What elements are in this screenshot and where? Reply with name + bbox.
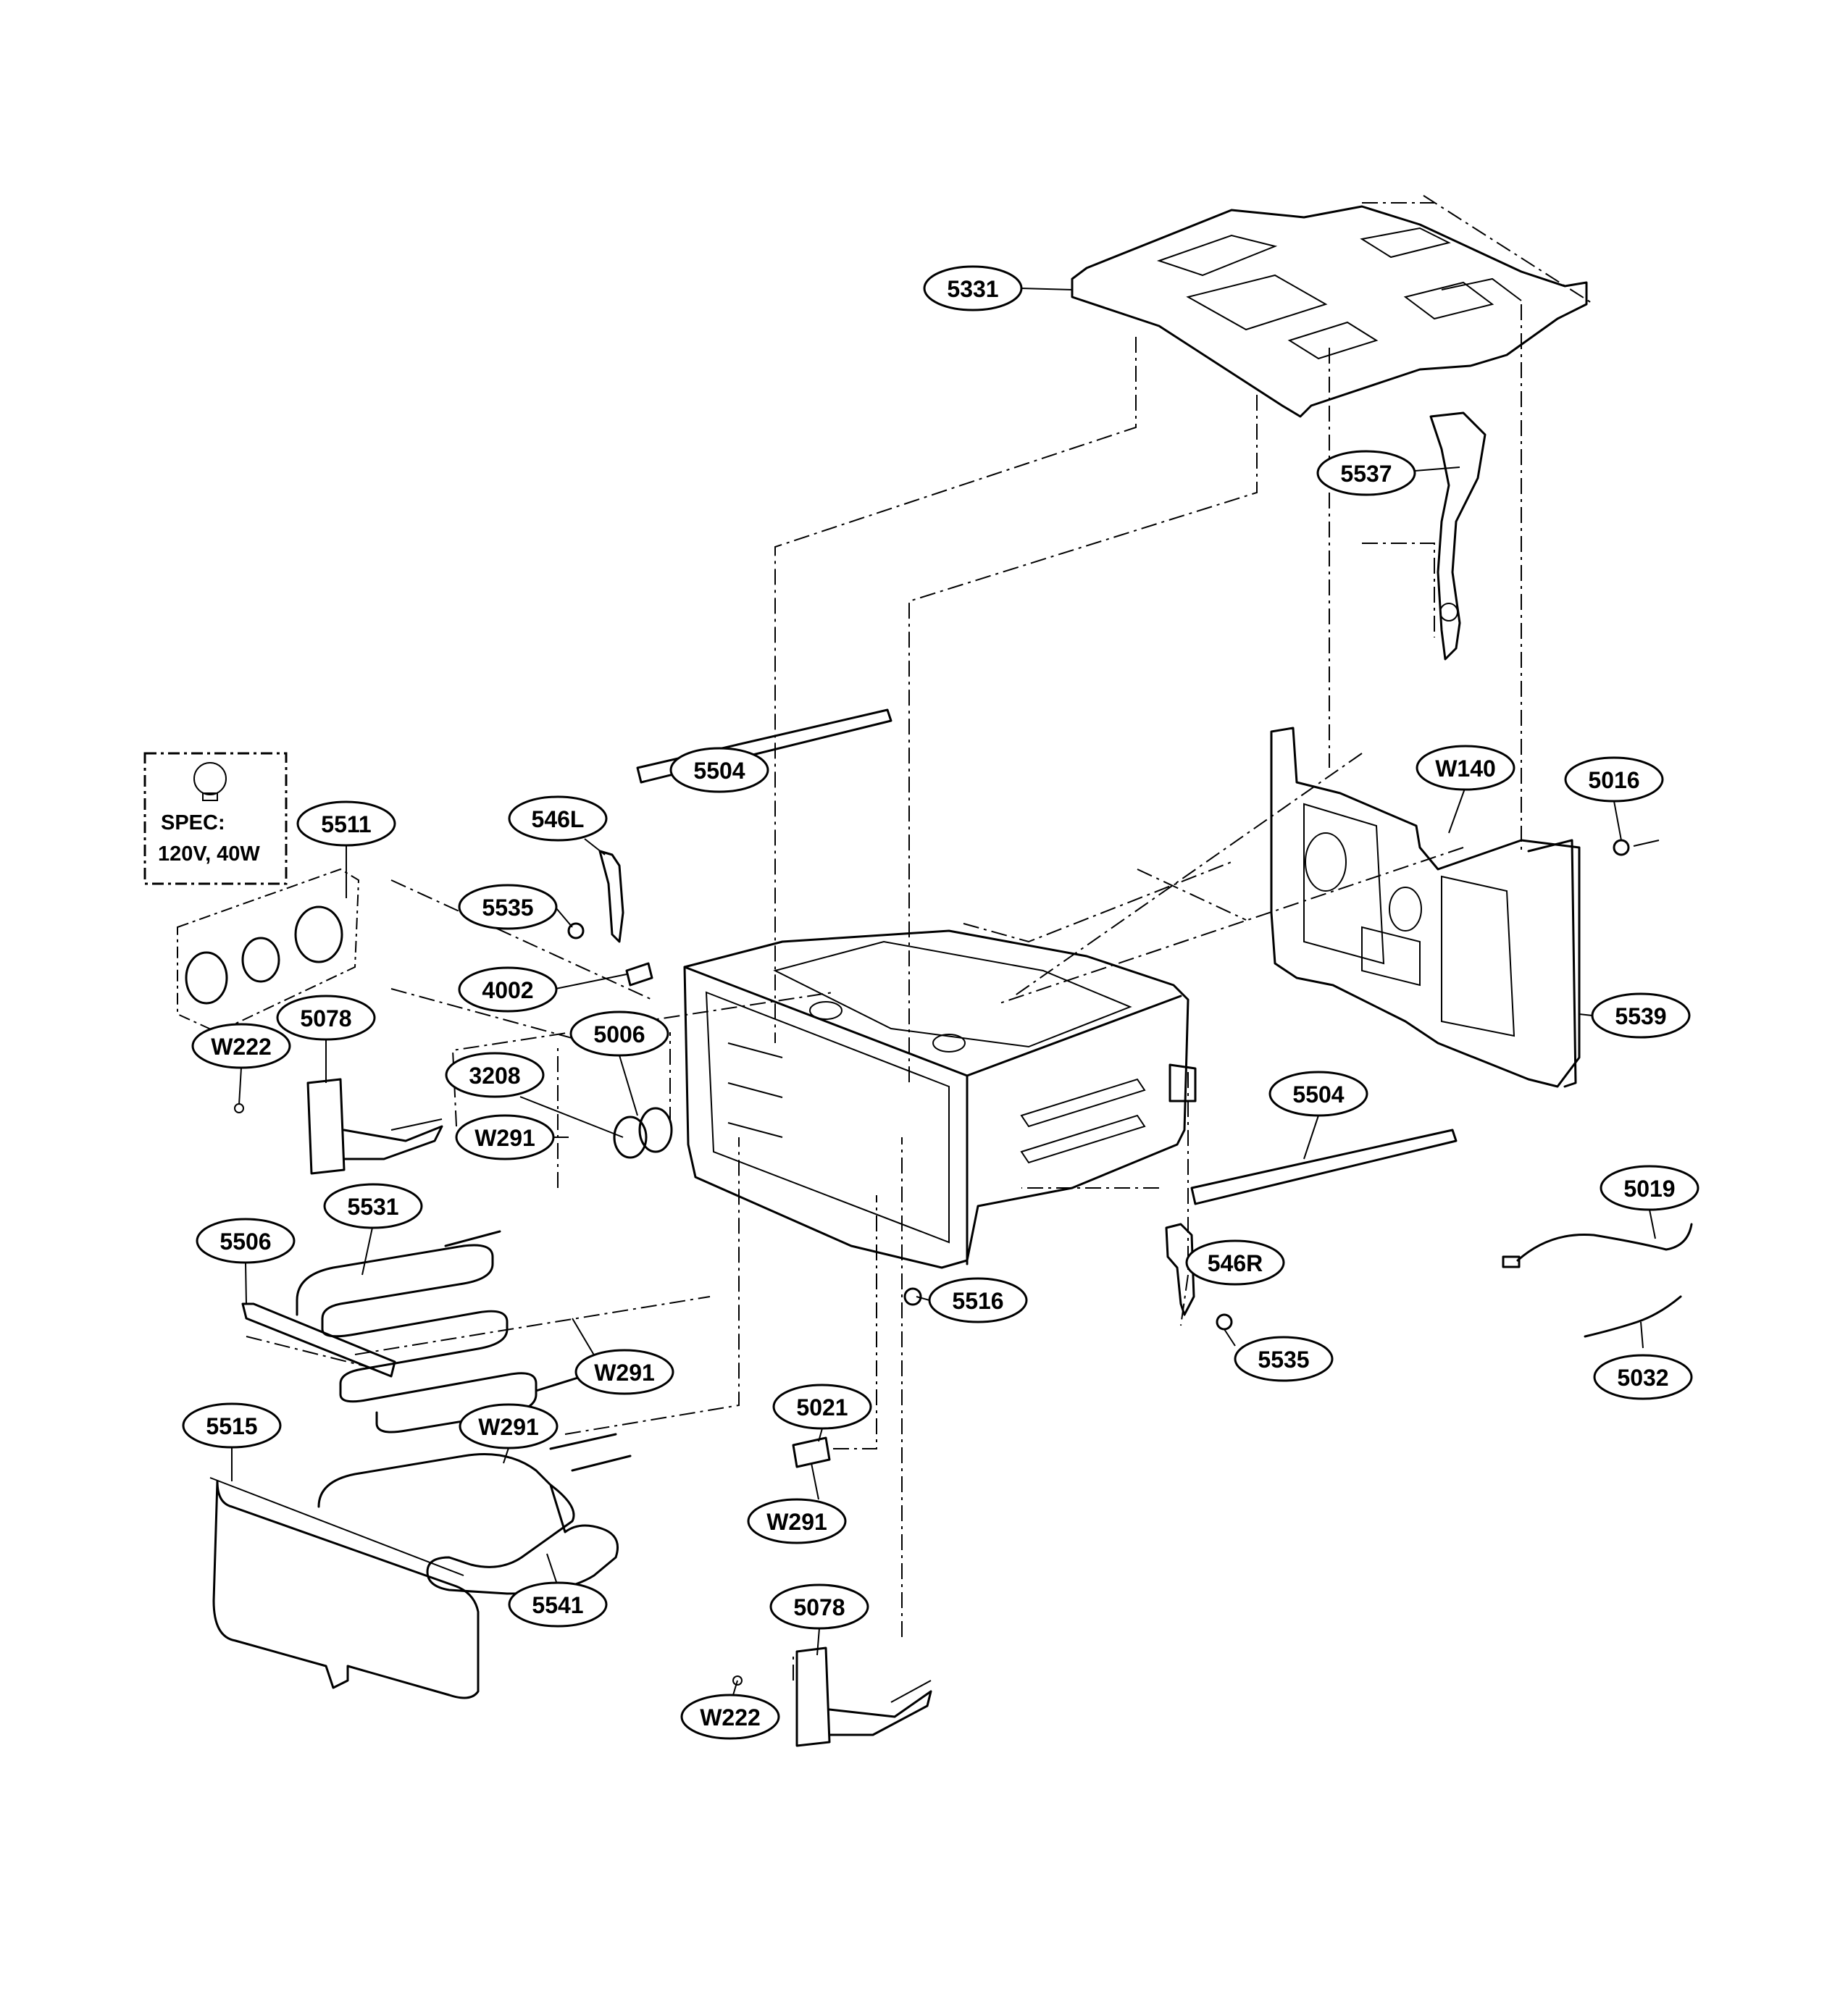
wire-part [1584,1295,1682,1338]
callout-label-5516: 5516 [952,1288,1003,1314]
callout-546R: 546R [1185,1239,1285,1286]
callout-label-5019: 5019 [1623,1176,1675,1202]
callout-label-5006: 5006 [593,1021,645,1047]
callout-label-5504-upper: 5504 [693,758,745,784]
part-callouts: 5331 5537 5504 546L W140 5016 5511 5535 … [182,265,1699,1740]
duct-part [1429,411,1487,661]
callout-5537: 5537 [1316,450,1416,496]
callout-5531: 5531 [323,1183,423,1229]
rear-panel-part [1270,727,1581,1088]
callout-546L: 546L [508,795,608,842]
bake-element-part [317,1433,632,1595]
callout-label-3208: 3208 [469,1063,520,1089]
callout-label-5078-upper: 5078 [300,1005,351,1031]
callout-5515: 5515 [182,1402,282,1449]
callout-5511: 5511 [296,800,396,847]
callout-label-5539: 5539 [1615,1003,1666,1029]
upper-rail-part [636,708,892,784]
callout-label-5016: 5016 [1588,767,1639,793]
oven-cavity-part [683,929,1197,1269]
screw-part-upper [234,1103,244,1113]
callout-W222-upper: W222 [191,1023,291,1069]
lamp-assembly-part [177,868,360,1034]
callout-label-5531: 5531 [347,1194,398,1220]
right-bracket-part [1165,1223,1195,1316]
lamp-socket-part [613,1107,673,1159]
callout-label-5535-lower: 5535 [1258,1347,1309,1373]
callout-label-5032: 5032 [1617,1365,1668,1391]
left-bracket-part [598,850,624,943]
callout-5021: 5021 [772,1384,872,1430]
lower-rail-part [1190,1129,1458,1205]
callout-5032: 5032 [1593,1354,1693,1400]
callout-label-W291-d: W291 [766,1509,827,1535]
callout-label-W222-upper: W222 [211,1034,272,1060]
callout-5516: 5516 [928,1277,1028,1323]
callout-5535-lower: 5535 [1234,1336,1334,1382]
bar-part [241,1302,396,1378]
callout-label-W291-c: W291 [478,1414,539,1440]
callout-label-5021: 5021 [796,1394,848,1420]
callout-label-W222-lower: W222 [700,1704,761,1731]
callout-5541: 5541 [508,1581,608,1628]
nut-part-upper [567,922,585,939]
nut-part-lower [1216,1313,1233,1331]
callout-W291-c: W291 [459,1403,559,1449]
assembly-guide-lines [246,195,1594,1681]
screw-part-lower [732,1675,743,1686]
callout-5078-lower: 5078 [769,1583,869,1630]
callout-5506: 5506 [196,1218,296,1264]
callout-3208: 3208 [445,1052,545,1098]
callout-label-5078-lower: 5078 [793,1594,845,1620]
callout-W291-a: W291 [455,1114,555,1160]
callout-W140: W140 [1416,745,1515,791]
callout-5539: 5539 [1591,992,1691,1039]
lamp-spec-box: SPEC: 120V, 40W [143,752,288,885]
upper-hinge-part [306,1078,443,1175]
plug-part [903,1287,922,1306]
gasket-part [209,1477,480,1699]
callout-label-W291-b: W291 [594,1360,655,1386]
callout-4002: 4002 [458,966,558,1013]
callout-label-4002: 4002 [482,977,533,1003]
callout-5504-upper: 5504 [669,747,769,793]
callout-5078-upper: 5078 [276,995,376,1041]
top-plate-part [1071,205,1588,418]
callout-W291-d: W291 [747,1498,847,1544]
callout-label-546L: 546L [532,806,585,832]
fitting-part [1613,839,1660,856]
leader-lines [231,288,1656,1696]
callout-label-5331: 5331 [947,276,998,302]
callout-label-546R: 546R [1208,1250,1263,1276]
spec-value: 120V, 40W [158,842,260,866]
broil-element-part [296,1230,595,1434]
callout-label-W140: W140 [1435,756,1496,782]
callout-W291-b: W291 [574,1349,674,1395]
callout-5535-upper: 5535 [458,884,558,930]
lower-hinge-part [795,1646,932,1747]
callout-label-5504-lower: 5504 [1292,1081,1344,1108]
callout-label-5537: 5537 [1340,461,1392,487]
callout-label-5511: 5511 [321,811,371,837]
sensor-part [625,962,653,987]
callout-W222-lower: W222 [680,1694,780,1740]
callout-5331: 5331 [923,265,1023,311]
callout-label-5506: 5506 [219,1229,271,1255]
callout-label-W291-a: W291 [474,1125,535,1151]
callout-label-5541: 5541 [532,1592,583,1618]
callout-label-5515: 5515 [206,1413,257,1439]
callout-5504-lower: 5504 [1268,1071,1368,1117]
callout-5006: 5006 [569,1010,669,1057]
small-bracket-part [792,1436,831,1468]
callout-5016: 5016 [1564,756,1664,803]
callout-label-5535-upper: 5535 [482,895,533,921]
callout-5019: 5019 [1600,1165,1699,1211]
wire-harness-part [1502,1223,1693,1268]
spec-label: SPEC: [161,811,225,834]
